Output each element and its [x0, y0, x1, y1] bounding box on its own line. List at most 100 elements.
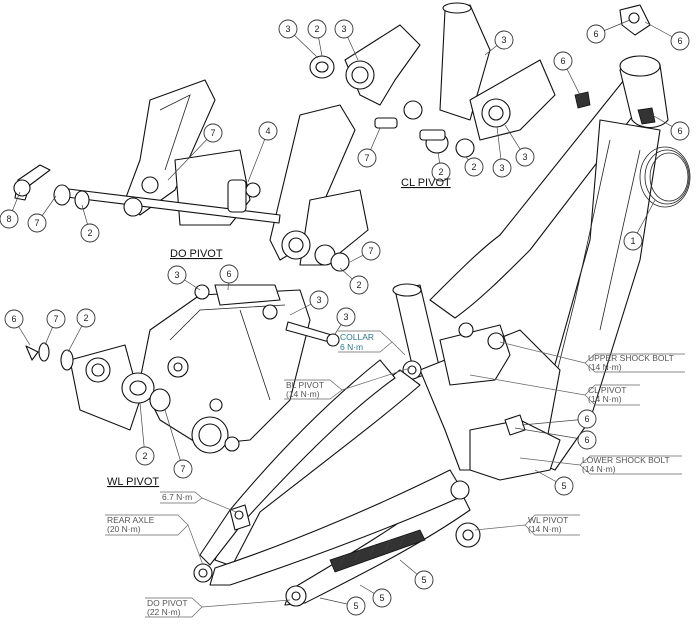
lower-shock-bolt-label: LOWER SHOCK BOLT: [582, 455, 670, 465]
bubble-2-do-left: 2: [80, 223, 100, 243]
bubble-6-wl-b: 6: [4, 309, 24, 329]
svg-text:6: 6: [560, 56, 565, 66]
do-pivot-assembly: [13, 79, 369, 272]
svg-text:6: 6: [677, 126, 682, 136]
svg-text:1: 1: [630, 236, 635, 246]
callout-bl-pivot: BL PIVOT (14 N·m): [284, 367, 411, 400]
bubble-1-cable: 1: [623, 231, 643, 251]
wl-pivot-callout-label: WL PIVOT: [528, 515, 568, 525]
cl-pivot-callout-label: CL PIVOT: [588, 385, 626, 395]
bubble-2-wl-a: 2: [76, 308, 96, 328]
svg-text:3: 3: [501, 35, 506, 45]
rear-axle-torque: (20 N·m): [107, 524, 141, 534]
bubble-4-do: 4: [258, 121, 278, 141]
bubble-5-frame-c: 5: [372, 588, 392, 608]
bubble-3-wl-b: 3: [309, 290, 329, 310]
upper-shock-bolt-torque: (14 N·m): [588, 362, 622, 372]
bubble-3-cl-d: 3: [492, 158, 512, 178]
do-pivot-heading: DO PIVOT: [170, 248, 223, 260]
bl-pivot-torque: (14 N·m): [286, 389, 320, 399]
svg-text:3: 3: [341, 24, 346, 34]
bubble-2-wl-b: 2: [135, 446, 155, 466]
bubble-7-wl-a: 7: [46, 309, 66, 329]
bubble-6-top-b: 6: [670, 31, 690, 51]
bl-pivot-label: BL PIVOT: [286, 380, 324, 390]
svg-text:6: 6: [677, 36, 682, 46]
callout-wl-pivot: WL PIVOT (14 N·m): [474, 514, 580, 536]
cl-pivot-heading: CL PIVOT: [401, 177, 451, 189]
bubble-3-wl-a: 3: [167, 265, 187, 285]
svg-text:5: 5: [561, 481, 566, 491]
bubble-7-do-left: 7: [27, 213, 47, 233]
bubble-3-cl-a: 3: [278, 19, 298, 39]
callout-cl-pivot: CL PIVOT (14 N·m): [469, 374, 640, 406]
svg-text:7: 7: [364, 153, 369, 163]
bubble-3-cl-e: 3: [515, 147, 535, 167]
svg-text:5: 5: [379, 593, 384, 603]
rear-axle-label: REAR AXLE: [107, 515, 155, 525]
collar-torque: 6 N·m: [340, 342, 363, 352]
cl-pivot-assembly: [309, 2, 556, 158]
callout-lower-shock-bolt: LOWER SHOCK BOLT (14 N·m): [519, 455, 682, 475]
bubble-6-wl-a: 6: [219, 264, 239, 284]
lower-shock-bolt-torque: (14 N·m): [582, 464, 616, 474]
bubble-2-cl-b: 2: [431, 162, 451, 182]
svg-text:2: 2: [438, 167, 443, 177]
svg-text:3: 3: [285, 24, 290, 34]
upper-shock-bolt-label: UPPER SHOCK BOLT: [588, 353, 674, 363]
svg-text:4: 4: [265, 126, 270, 136]
bubble-3-wl-c: 3: [336, 307, 356, 327]
svg-text:6: 6: [593, 29, 598, 39]
wl-pivot-heading: WL PIVOT: [107, 476, 159, 488]
svg-text:3: 3: [343, 312, 348, 322]
bubble-7-cl: 7: [357, 148, 377, 168]
wl-pivot-torque: (14 N·m): [528, 524, 562, 534]
small-hardware: [504, 4, 656, 436]
do-pivot-torque: (22 N·m): [147, 607, 181, 617]
bubble-6-frame-b: 6: [577, 430, 597, 450]
torque-callouts: COLLAR 6 N·m BL PIVOT (14 N·m) UPPER SHO…: [105, 330, 685, 618]
do-pivot-callout-label: DO PIVOT: [147, 598, 188, 608]
svg-text:7: 7: [210, 128, 215, 138]
bubble-6-top-c: 6: [553, 51, 573, 71]
callout-rear-axle: REAR AXLE (20 N·m): [105, 514, 204, 566]
svg-text:3: 3: [316, 295, 321, 305]
callout-collar: COLLAR 6 N·m: [338, 330, 406, 356]
svg-text:2: 2: [83, 313, 88, 323]
bubble-3-cl-b: 3: [334, 19, 354, 39]
svg-text:2: 2: [142, 451, 147, 461]
svg-text:5: 5: [421, 575, 426, 585]
svg-text:7: 7: [180, 464, 185, 474]
svg-text:8: 8: [6, 214, 11, 224]
bubble-2-do-right: 2: [349, 275, 369, 295]
callout-upper-shock-bolt: UPPER SHOCK BOLT (14 N·m): [499, 341, 685, 373]
svg-text:3: 3: [522, 152, 527, 162]
bubble-3-cl-c: 3: [494, 30, 514, 50]
svg-text:2: 2: [356, 280, 361, 290]
wl-pivot-assembly: [25, 284, 340, 454]
collar-label: COLLAR: [340, 332, 374, 342]
svg-text:3: 3: [174, 270, 179, 280]
part-number-bubbles: 8 7 2 7 4 7 2 3 2 3 3 7 2 2 3 3 3 6 3 3 …: [0, 19, 690, 616]
svg-text:6: 6: [226, 269, 231, 279]
bubble-8-do: 8: [0, 209, 19, 229]
cl-pivot-torque: (14 N·m): [588, 394, 622, 404]
svg-text:2: 2: [87, 228, 92, 238]
svg-text:5: 5: [353, 601, 358, 611]
bubble-5-frame-b: 5: [414, 570, 434, 590]
svg-text:7: 7: [53, 314, 58, 324]
svg-text:3: 3: [499, 163, 504, 173]
svg-text:6: 6: [584, 414, 589, 424]
bubble-6-frame-a: 6: [577, 409, 597, 429]
svg-text:6: 6: [584, 435, 589, 445]
bubble-7-wl-b: 7: [173, 459, 193, 479]
callout-dropout-bolt: 6.7 N·m: [160, 491, 237, 513]
bubble-5-frame-d: 5: [346, 596, 366, 616]
callout-do-pivot: DO PIVOT (22 N·m): [145, 597, 291, 618]
bubble-6-top-d: 6: [670, 121, 690, 141]
bubble-6-top-a: 6: [586, 24, 606, 44]
bubble-2-cl-c: 2: [464, 157, 484, 177]
svg-text:7: 7: [34, 218, 39, 228]
svg-text:2: 2: [471, 162, 476, 172]
